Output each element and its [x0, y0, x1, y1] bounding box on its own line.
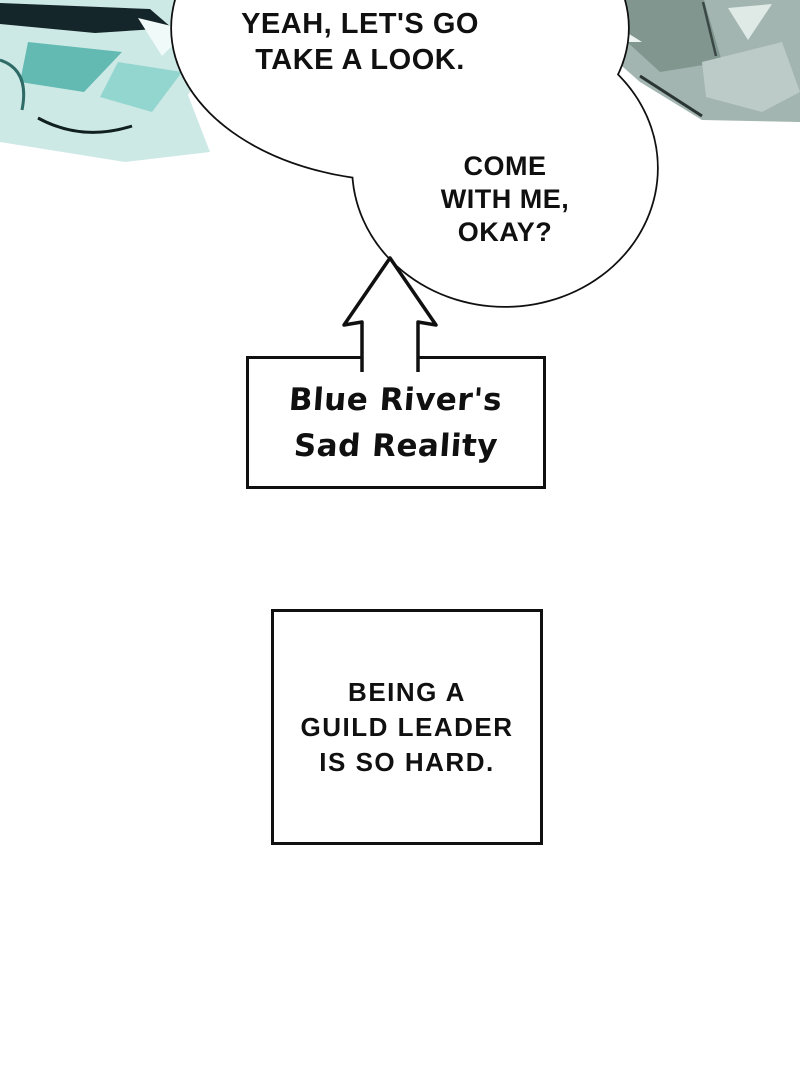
- speech-bubble-2-text: COME WITH ME, OKAY?: [415, 150, 595, 249]
- speech-line: WITH ME,: [440, 184, 570, 214]
- speech-bubble-1-text: YEAH, LET'S GO TAKE A LOOK.: [200, 6, 520, 78]
- label-line: Blue River's: [288, 381, 504, 418]
- label-box: Blue River's Sad Reality: [246, 356, 546, 489]
- caption-line: IS SO HARD.: [319, 746, 495, 777]
- speech-line: YEAH, LET'S GO: [241, 8, 479, 40]
- artwork-top-right-icon: [558, 0, 800, 122]
- label-line: Sad Reality: [292, 427, 500, 464]
- caption-line: GUILD LEADER: [300, 711, 514, 742]
- speech-line: TAKE A LOOK.: [255, 44, 465, 76]
- artwork-top-left-icon: [0, 0, 218, 162]
- speech-line: OKAY?: [457, 217, 553, 247]
- arrow-up-pointer-icon: [342, 256, 438, 372]
- caption-line: BEING A: [348, 676, 466, 707]
- speech-line: COME: [463, 151, 547, 181]
- caption-box: BEING A GUILD LEADER IS SO HARD.: [271, 609, 543, 845]
